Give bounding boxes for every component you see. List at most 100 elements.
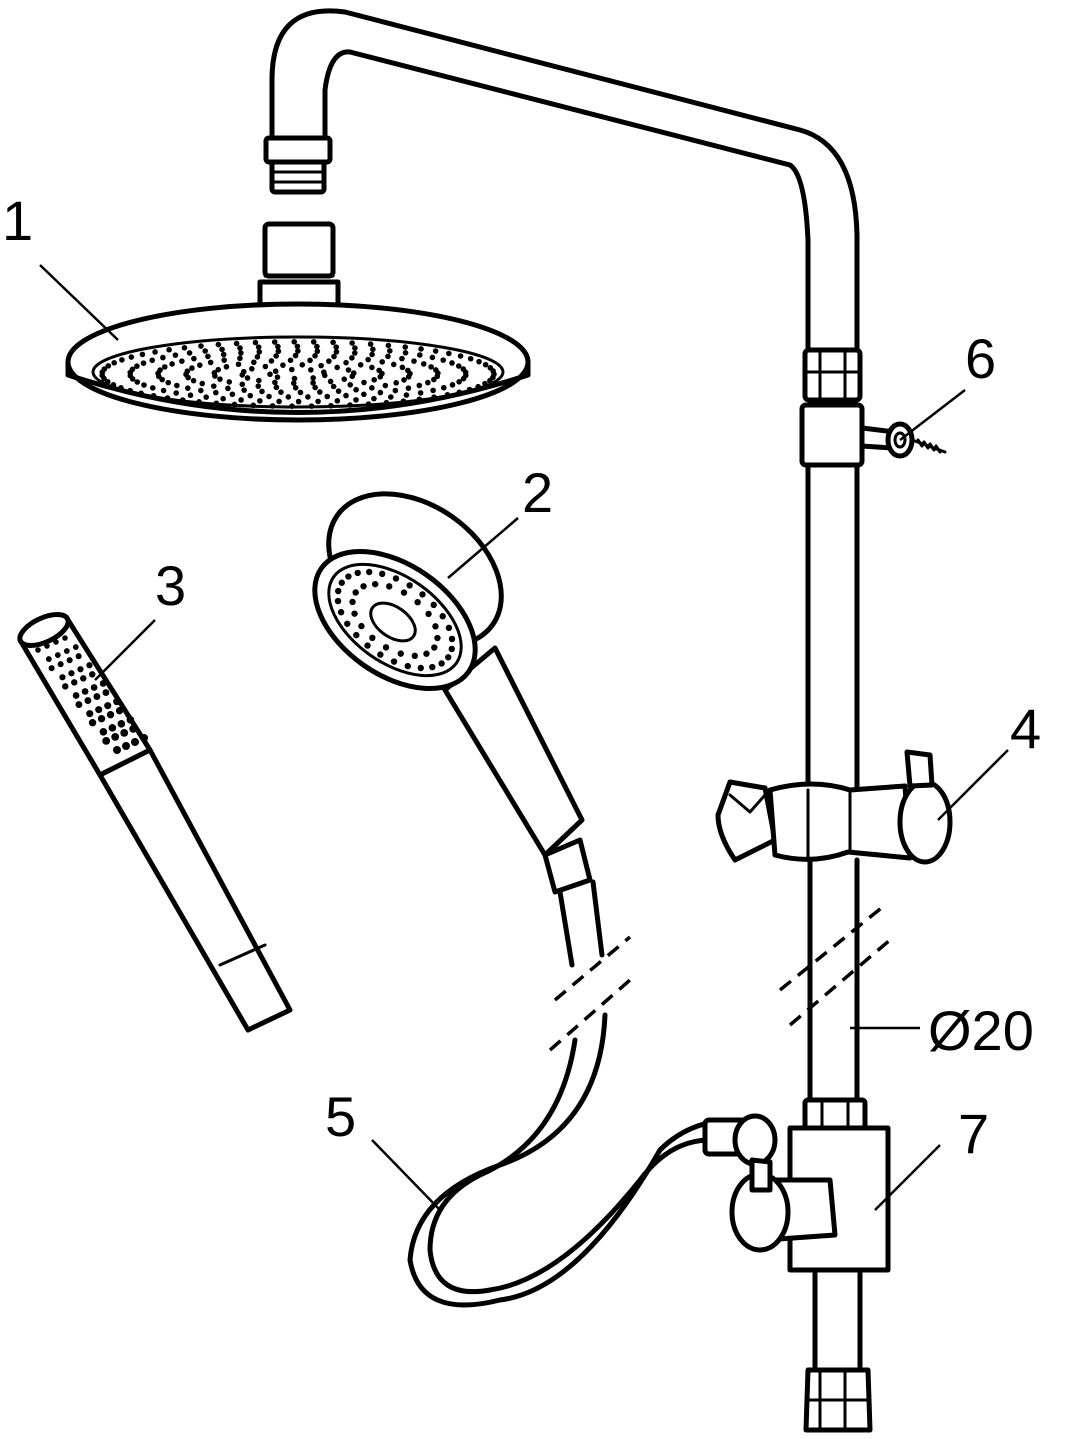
nozzle-dot <box>197 362 203 368</box>
nozzle-dot <box>207 359 214 366</box>
nozzle-dot <box>331 353 337 360</box>
nozzle-dot <box>119 357 125 363</box>
nozzle-dot <box>259 388 265 395</box>
nozzle-dot <box>431 644 438 651</box>
nozzle-dot <box>239 381 246 388</box>
nozzle-dot <box>134 363 140 369</box>
nozzle-dot <box>72 644 79 650</box>
nozzle-dot <box>102 737 111 745</box>
nozzle-dot <box>53 639 59 645</box>
nozzle-dot <box>386 583 393 590</box>
nozzle-dot <box>181 344 188 351</box>
nozzle-dot <box>255 383 262 389</box>
riser-arm <box>269 8 860 353</box>
nozzle-dot <box>324 393 331 400</box>
nozzle-dot <box>250 359 257 366</box>
nozzle-dot <box>118 385 124 391</box>
nozzle-dot <box>343 392 349 399</box>
nozzle-dot <box>321 369 327 376</box>
nozzle-dot <box>238 350 244 356</box>
nozzle-dot <box>289 403 295 409</box>
nozzle-dot <box>190 377 197 384</box>
nozzle-dot <box>113 746 121 754</box>
nozzle-dot <box>75 653 82 660</box>
nozzle-dot <box>45 656 52 662</box>
nozzle-dot <box>292 384 299 391</box>
callout-label-2: 2 <box>522 461 553 524</box>
nozzle-dot <box>269 403 276 409</box>
nozzle-dot <box>406 582 413 589</box>
nozzle-dot <box>352 345 358 351</box>
nozzle-dot <box>102 689 110 697</box>
nozzle-dot <box>80 675 87 682</box>
nozzle-dot <box>377 651 384 658</box>
nozzle-dot <box>440 384 447 391</box>
nozzle-dot <box>353 631 360 639</box>
nozzle-dot <box>173 390 180 396</box>
nozzle-dot <box>86 662 93 669</box>
nozzle-dot <box>172 352 179 358</box>
nozzle-dot <box>210 383 217 389</box>
nozzle-dot <box>388 394 394 400</box>
nozzle-dot <box>344 620 351 627</box>
nozzle-dot <box>290 380 297 386</box>
wall-bracket <box>799 402 947 468</box>
nozzle-dot <box>446 350 452 357</box>
nozzle-dot <box>448 645 455 653</box>
nozzle-dot <box>101 366 108 372</box>
hand-shower-nozzles <box>334 568 456 672</box>
nozzle-dot <box>382 644 390 651</box>
nozzle-dot <box>273 353 279 359</box>
nozzle-dot <box>95 706 103 714</box>
nozzle-dot <box>184 368 191 374</box>
nozzle-dot <box>252 339 259 346</box>
nozzle-dot <box>77 666 84 673</box>
nozzle-dot <box>431 376 437 383</box>
nozzle-dot <box>335 587 342 595</box>
nozzle-dot <box>337 608 345 616</box>
nozzle-dot <box>417 664 424 672</box>
nozzle-dot <box>126 716 135 724</box>
nozzle-dot <box>411 358 417 364</box>
nozzle-dot <box>127 387 133 394</box>
nozzle-dot <box>390 658 398 665</box>
nozzle-dot <box>237 345 243 351</box>
nozzle-dot <box>432 623 439 630</box>
nozzle-dot <box>425 610 432 618</box>
nozzle-dot <box>141 382 147 388</box>
nozzle-dot <box>97 715 106 723</box>
nozzle-dot <box>110 382 117 388</box>
nozzle-dot <box>280 362 286 368</box>
callout-label-7: 7 <box>958 1102 989 1165</box>
nozzle-dot <box>233 340 240 347</box>
nozzle-dot <box>334 398 341 404</box>
nozzle-dot <box>149 357 156 364</box>
nozzle-dot <box>467 355 474 362</box>
nozzle-dot <box>238 397 244 403</box>
nozzle-dot <box>295 348 301 354</box>
nozzle-dot <box>399 364 406 371</box>
nozzle-dot <box>310 380 316 386</box>
overhead-nozzles <box>99 339 497 409</box>
nozzle-dot <box>330 339 336 346</box>
nozzle-dot <box>191 355 197 362</box>
nozzle-dot <box>294 343 301 350</box>
nozzle-dot <box>371 377 377 383</box>
nozzle-dot <box>370 346 376 353</box>
callout-2: 2 <box>447 461 553 579</box>
nozzle-dot <box>429 354 436 361</box>
nozzle-dot <box>318 362 324 369</box>
nozzle-dot <box>274 374 281 380</box>
nozzle-dot <box>244 375 251 381</box>
nozzle-dot <box>438 660 445 667</box>
nozzle-dot <box>140 360 147 366</box>
nozzle-dot <box>377 373 384 380</box>
nozzle-dot <box>428 364 434 370</box>
nozzle-dot <box>62 635 68 641</box>
nozzle-dot <box>285 394 292 400</box>
nozzle-dot <box>199 380 206 387</box>
nozzle-dot <box>226 379 233 385</box>
diameter-label: Ø20 <box>928 999 1034 1062</box>
nozzle-dot <box>403 392 410 398</box>
nozzle-dot <box>255 344 262 350</box>
